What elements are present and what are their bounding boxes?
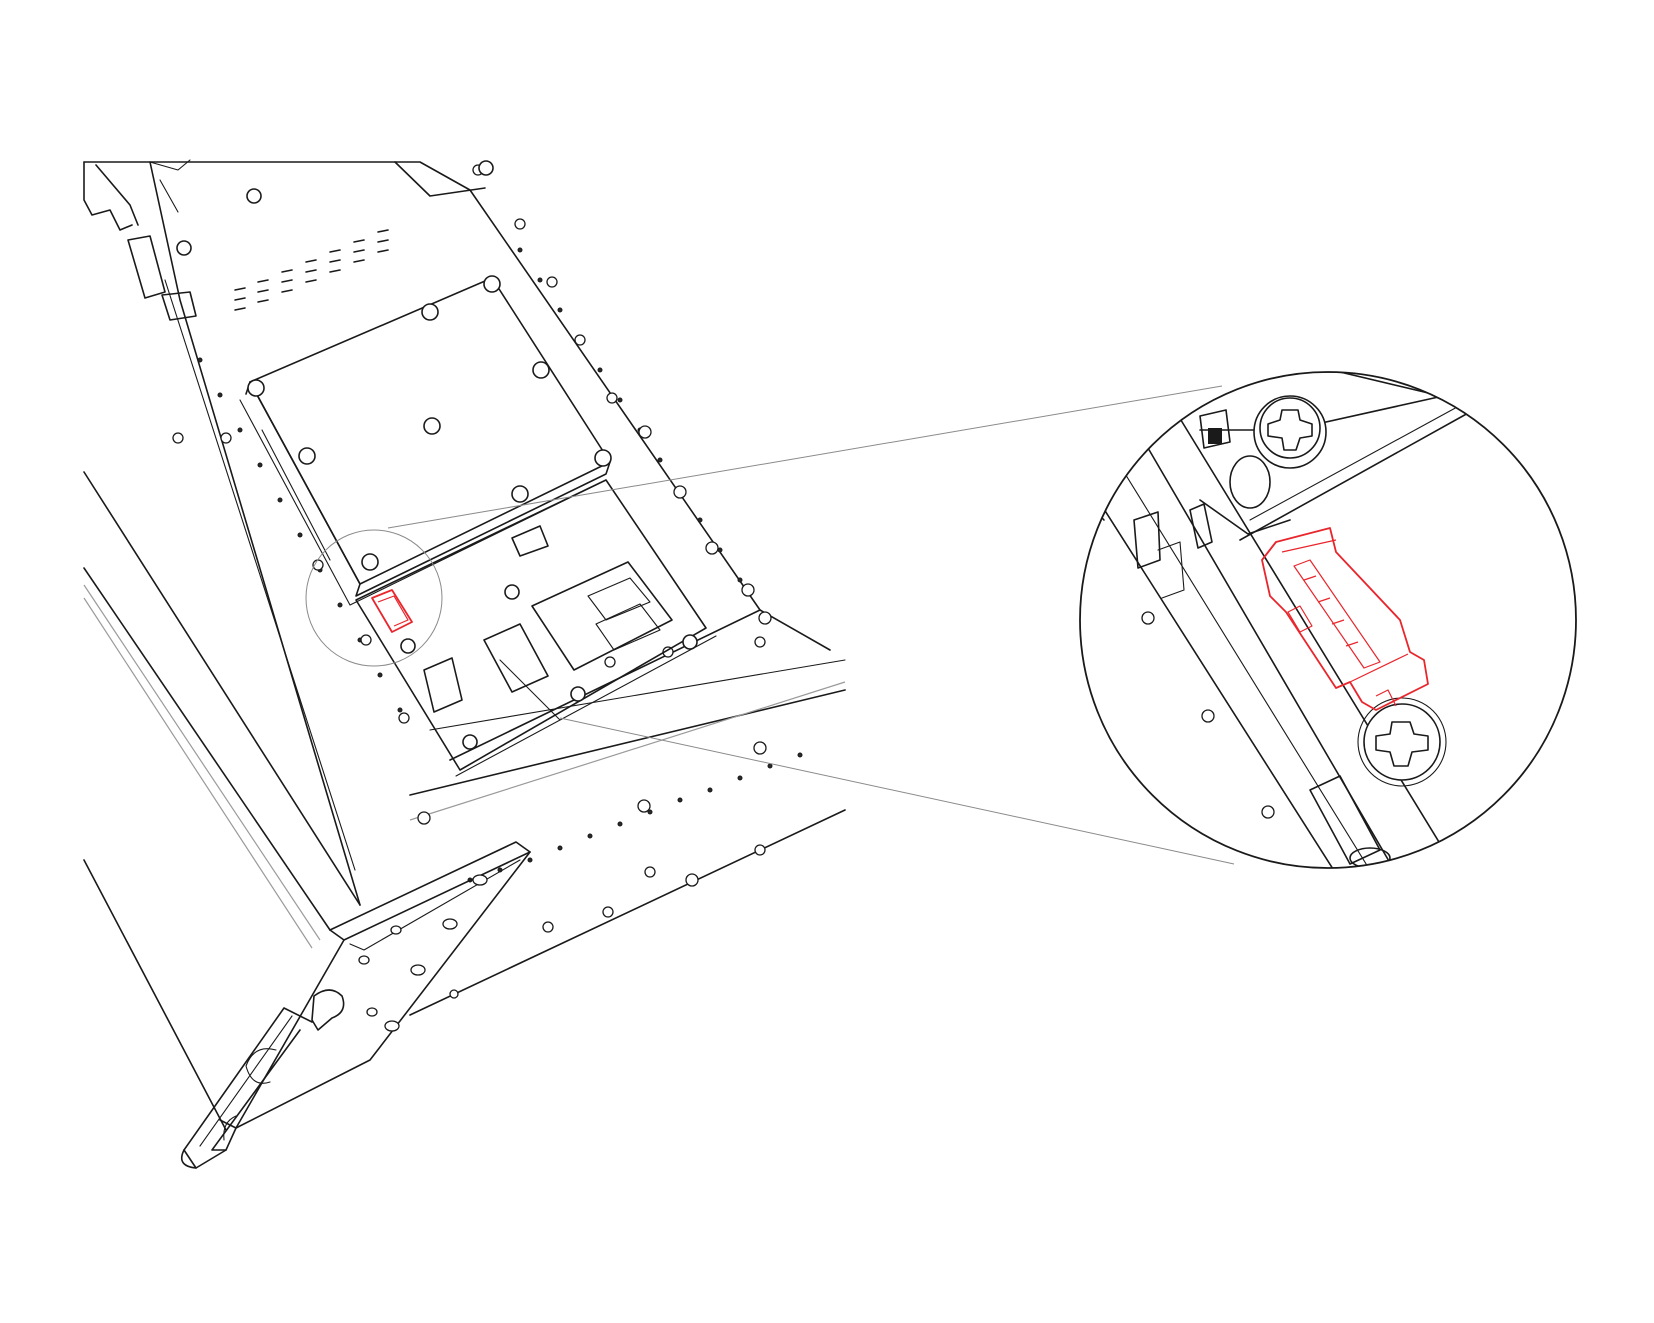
zoom-callout — [305, 385, 1235, 865]
chassis — [83, 159, 846, 1131]
front-panel-bracket — [219, 841, 531, 1129]
callout-leader-top — [387, 385, 1223, 529]
callout-leader-bottom — [559, 717, 1235, 865]
mezzanine-board — [239, 275, 612, 606]
connector-highlighted — [371, 589, 413, 633]
carrier-board — [355, 479, 717, 777]
callout-source-circle — [305, 529, 443, 667]
zoom-detail-circle — [1079, 371, 1577, 869]
handle — [180, 1007, 313, 1169]
connector-highlighted-zoom — [1261, 527, 1429, 711]
